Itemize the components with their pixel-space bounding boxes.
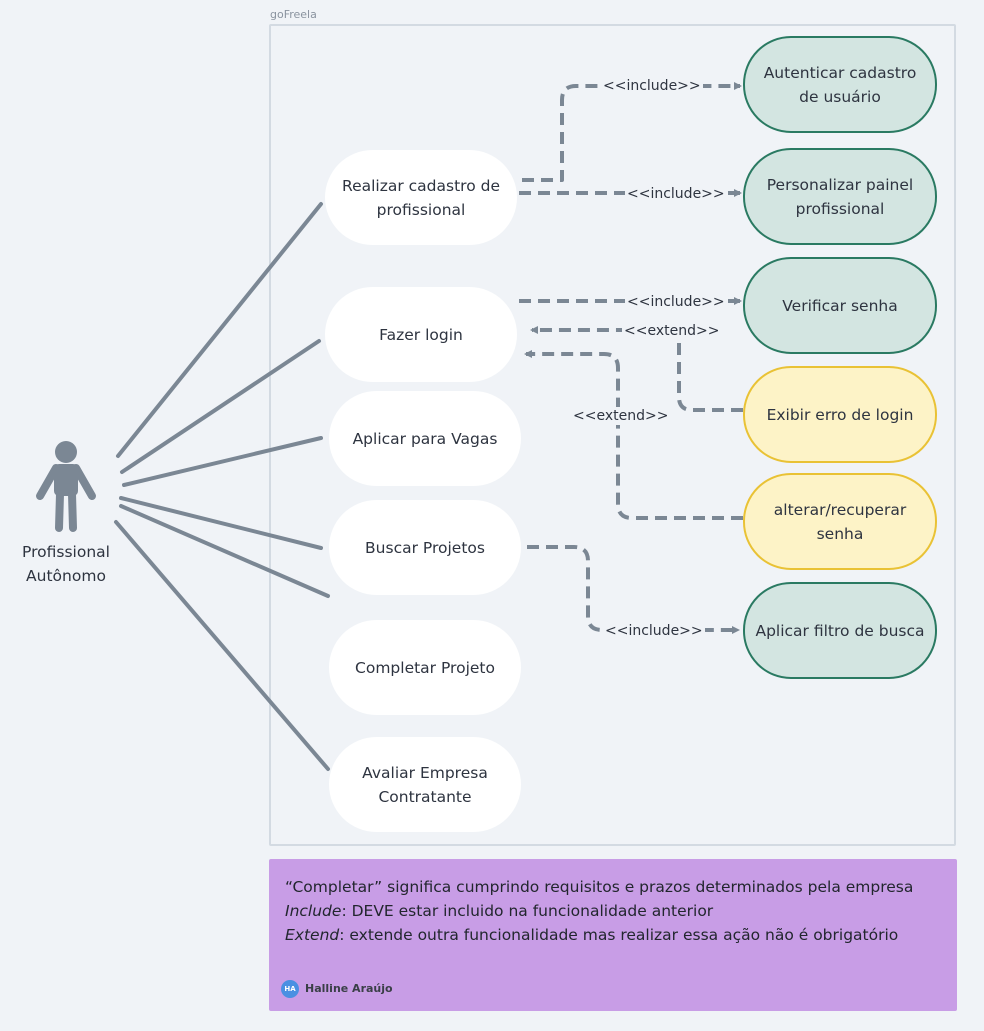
label-include-personalizar: <<include>> — [625, 185, 727, 203]
usecase-completar[interactable]: Completar Projeto — [329, 620, 521, 715]
note-author: HA Halline Araújo — [281, 977, 393, 1001]
actor-label-line2: Autônomo — [26, 567, 106, 585]
note-extend-term: Extend — [285, 926, 340, 944]
usecase-personalizar[interactable]: Personalizar painel profissional — [743, 148, 937, 245]
note-line-include: Include: DEVE estar incluido na funciona… — [285, 899, 941, 923]
usecase-erro[interactable]: Exibir erro de login — [743, 366, 937, 463]
author-name: Halline Araújo — [305, 982, 393, 995]
usecase-autenticar[interactable]: Autenticar cadastro de usuário — [743, 36, 937, 133]
label-extend-recuperar: <<extend>> — [571, 407, 671, 425]
note-include-text: : DEVE estar incluido na funcionalidade … — [341, 902, 714, 920]
usecase-login[interactable]: Fazer login — [325, 287, 517, 382]
label-include-autenticar: <<include>> — [601, 77, 703, 95]
actor-label: Profissional Autônomo — [10, 540, 122, 588]
frame-title: goFreela — [270, 8, 317, 21]
note-extend-text: : extende outra funcionalidade mas reali… — [339, 926, 899, 944]
avatar: HA — [281, 980, 299, 998]
usecase-avaliar[interactable]: Avaliar Empresa Contratante — [329, 737, 521, 832]
label-include-verificar: <<include>> — [625, 293, 727, 311]
usecase-buscar[interactable]: Buscar Projetos — [329, 500, 521, 595]
actor-label-line1: Profissional — [22, 543, 110, 561]
note-include-term: Include — [285, 902, 342, 920]
usecase-cadastro[interactable]: Realizar cadastro de profissional — [325, 150, 517, 245]
note-line-extend: Extend: extende outra funcionalidade mas… — [285, 923, 941, 947]
usecase-filtro[interactable]: Aplicar filtro de busca — [743, 582, 937, 679]
label-extend-erro: <<extend>> — [622, 322, 722, 340]
usecase-vagas[interactable]: Aplicar para Vagas — [329, 391, 521, 486]
label-include-filtro: <<include>> — [603, 622, 705, 640]
usecase-recuperar[interactable]: alterar/recuperar senha — [743, 473, 937, 570]
usecase-verificar[interactable]: Verificar senha — [743, 257, 937, 354]
sticky-note: “Completar” significa cumprindo requisit… — [269, 859, 957, 1011]
actor-icon — [36, 441, 96, 532]
note-line-completar: “Completar” significa cumprindo requisit… — [285, 878, 914, 896]
